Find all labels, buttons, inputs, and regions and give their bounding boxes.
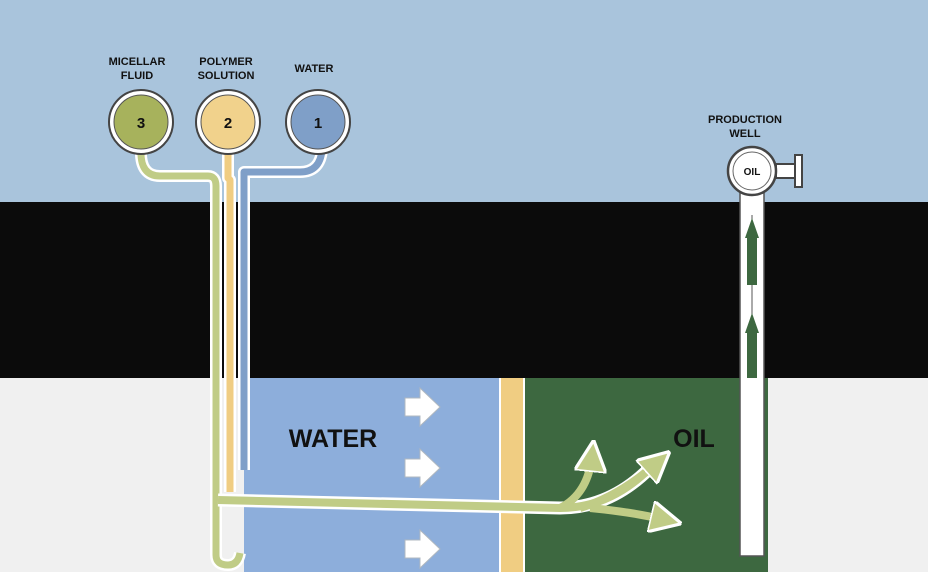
oil-up-arrow [745, 218, 759, 285]
push-arrow [404, 528, 441, 570]
polymer-feed-pipe [224, 150, 234, 492]
oil-flow-branches [558, 456, 666, 520]
tank-label-line1: MICELLAR [109, 56, 166, 68]
polymer-solution-tank [200, 94, 256, 150]
tank-label-line1: POLYMER [199, 56, 252, 68]
oil-up-arrow [745, 313, 759, 378]
tank-water: 1 WATER [285, 63, 351, 155]
production-well-label-line1: PRODUCTION [708, 114, 782, 126]
production-well: OIL PRODUCTION WELL [708, 114, 803, 557]
water-zone-label: WATER [289, 425, 377, 453]
tank-number: 3 [137, 115, 145, 132]
tank-number: 1 [314, 115, 322, 132]
tank-micellar: 3 MICELLAR FLUID [108, 56, 174, 155]
water-feed-pipe [240, 149, 326, 470]
water-zone [244, 378, 500, 572]
overburden-layer [0, 202, 928, 378]
tank-polymer: 2 POLYMER SOLUTION [195, 56, 261, 155]
push-arrow [404, 447, 441, 489]
flow-branch-middle [578, 462, 658, 512]
flow-branch-up [558, 456, 592, 512]
oil-zone-label: OIL [673, 425, 715, 453]
water-push-arrows [404, 386, 441, 570]
zone-boundaries [499, 378, 525, 572]
tank-label-line2: FLUID [121, 70, 153, 82]
wellhead-oil-label: OIL [744, 167, 761, 178]
tank-number: 2 [224, 115, 232, 132]
polymer-band [500, 378, 524, 572]
water-tank [290, 94, 346, 150]
tank-label-line2: SOLUTION [198, 70, 255, 82]
micellar-fluid-tank [113, 94, 169, 150]
micellar-feed-pipe [137, 149, 244, 569]
wellhead-flange [794, 154, 803, 188]
production-well-label-line2: WELL [729, 128, 760, 140]
flow-branch-right [589, 508, 666, 520]
push-arrow [404, 386, 441, 428]
oil-gauge-icon [732, 151, 772, 191]
tank-label-line1: WATER [295, 63, 334, 75]
